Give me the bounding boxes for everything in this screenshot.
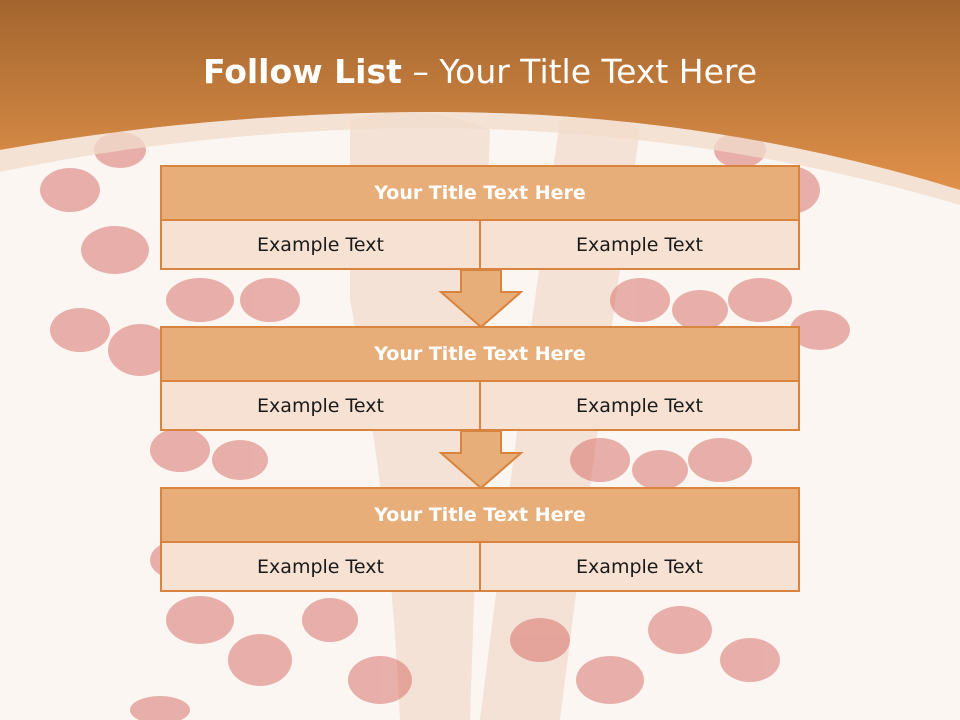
row-cell-right: Example Text xyxy=(481,382,800,431)
list-row-3: Your Title Text Here Example Text Exampl… xyxy=(160,487,800,592)
list-row-1: Your Title Text Here Example Text Exampl… xyxy=(160,165,800,270)
slide-title: Follow List – Your Title Text Here xyxy=(0,52,960,91)
down-arrow-icon xyxy=(438,269,524,329)
row-title: Your Title Text Here xyxy=(160,487,800,543)
row-title: Your Title Text Here xyxy=(160,165,800,221)
slide-title-rest: – Your Title Text Here xyxy=(401,52,758,91)
header-band xyxy=(0,0,960,190)
row-cell-left: Example Text xyxy=(160,382,481,431)
row-cell-right: Example Text xyxy=(481,543,800,592)
slide-title-bold: Follow List xyxy=(202,52,402,91)
header-swoosh xyxy=(0,111,960,205)
rose-petals-illustration xyxy=(40,132,850,720)
row-title: Your Title Text Here xyxy=(160,326,800,382)
list-row-2: Your Title Text Here Example Text Exampl… xyxy=(160,326,800,431)
row-cell-right: Example Text xyxy=(481,221,800,270)
row-cell-left: Example Text xyxy=(160,543,481,592)
row-cell-left: Example Text xyxy=(160,221,481,270)
down-arrow-icon xyxy=(438,430,524,490)
